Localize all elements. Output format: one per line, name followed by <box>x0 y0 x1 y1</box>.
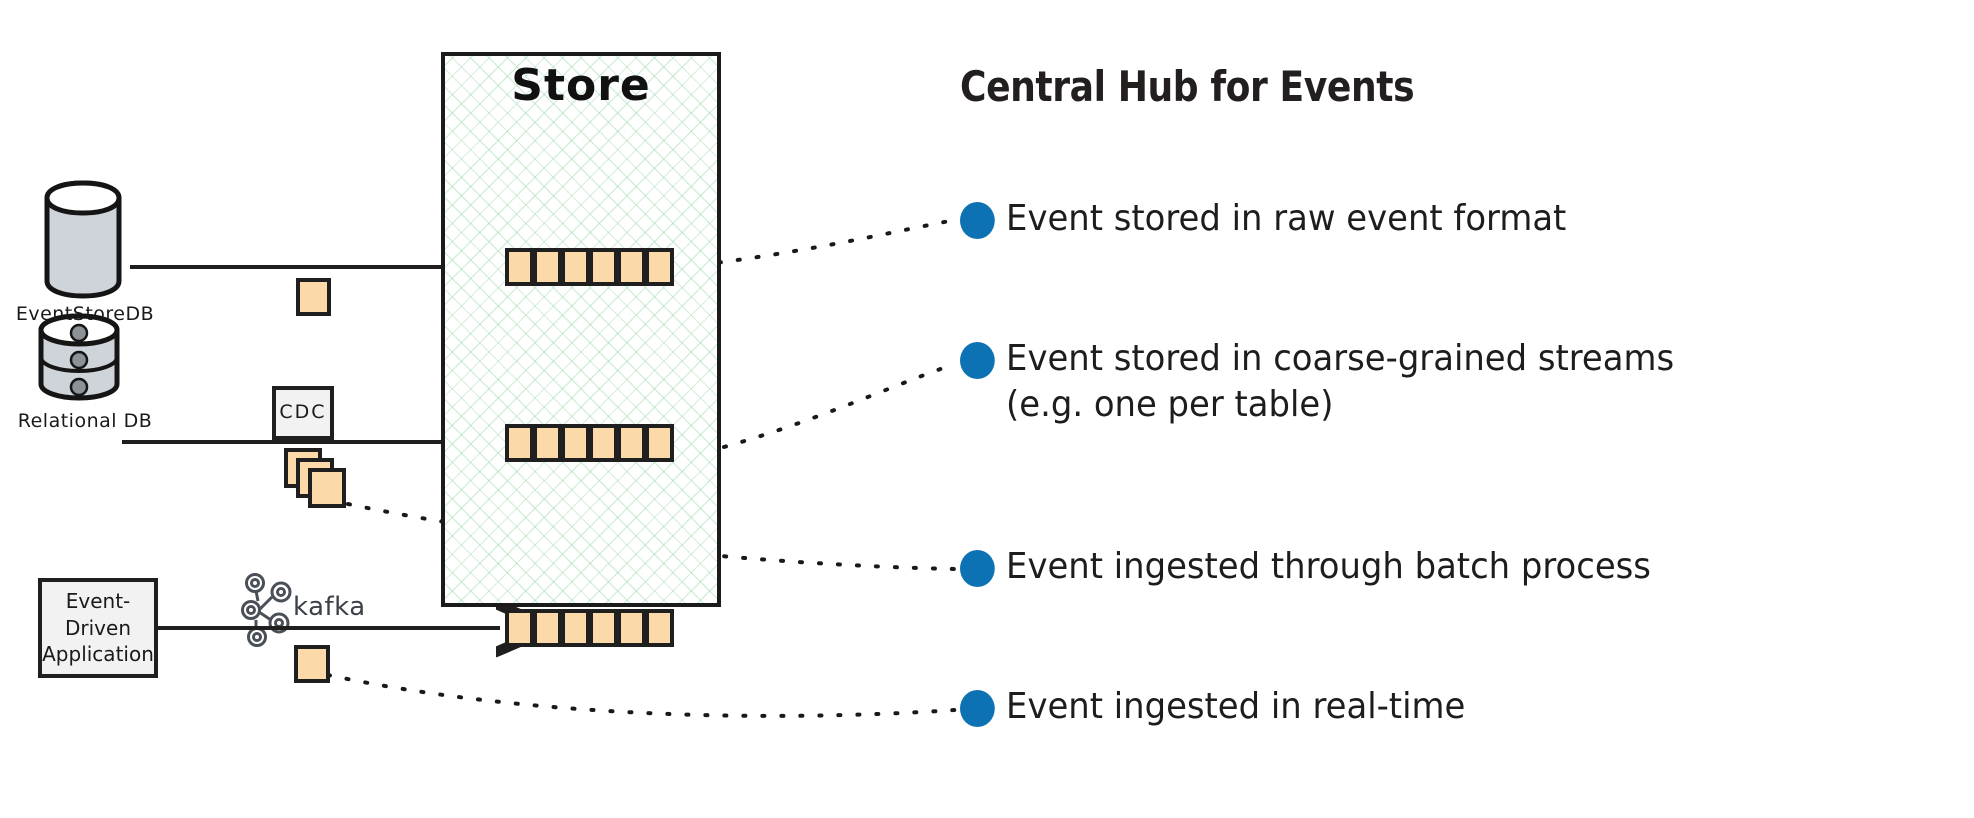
event-cell <box>533 248 562 286</box>
event-cell <box>645 248 674 286</box>
legend-panel: Central Hub for Events <box>960 62 1960 127</box>
stream-raw-event[interactable] <box>505 248 674 286</box>
store-panel <box>441 52 721 607</box>
single-event-chip-eventstoredb <box>296 278 331 316</box>
kafka-label: kafka <box>293 592 366 622</box>
stacked-chip-front <box>308 468 346 508</box>
event-driven-application-node[interactable]: Event- Driven Application <box>38 578 158 678</box>
event-cell <box>589 424 618 462</box>
legend-item-batch-process[interactable]: Event ingested through batch process <box>960 544 1881 590</box>
connector-batch-process <box>346 502 957 571</box>
legend-item-label: Event ingested through batch process <box>1006 546 1651 587</box>
app-label-line-2: Driven <box>65 615 131 640</box>
legend-title: Central Hub for Events <box>960 62 1415 111</box>
bullet-icon <box>960 690 995 727</box>
stream-coarse-grained[interactable] <box>505 424 674 462</box>
connector-raw-event-format <box>698 218 957 267</box>
event-cell <box>617 248 646 286</box>
single-event-chip-app <box>294 645 330 683</box>
event-cell <box>645 609 674 647</box>
kafka-logo-icon <box>241 573 292 647</box>
callout-connectors <box>326 218 957 718</box>
legend-item-real-time[interactable]: Event ingested in real-time <box>960 684 1881 730</box>
store-title: Store <box>511 60 651 111</box>
event-cell <box>645 424 674 462</box>
event-cell <box>561 609 590 647</box>
connector-real-time <box>326 673 957 718</box>
event-cell <box>505 424 534 462</box>
legend-item-label: Event ingested in real-time <box>1006 686 1466 727</box>
event-cell <box>505 609 534 647</box>
legend-item-label: Event stored in raw event format <box>1006 198 1567 239</box>
event-cell <box>589 248 618 286</box>
event-cell <box>533 609 562 647</box>
layered-database-icon <box>38 313 120 401</box>
legend-item-label: Event stored in coarse-grained streams (… <box>1006 338 1675 426</box>
ingest-arrows <box>122 267 500 628</box>
relational-db-label: Relational DB <box>17 410 153 432</box>
event-cell <box>505 248 534 286</box>
event-cell <box>589 609 618 647</box>
bullet-icon <box>960 202 995 239</box>
legend-item-raw-event-format[interactable]: Event stored in raw event format <box>960 196 1881 242</box>
app-label-line-3: Application <box>42 642 154 667</box>
event-cell <box>617 609 646 647</box>
cdc-label-box[interactable]: CDC <box>272 386 334 440</box>
stream-real-time[interactable] <box>505 609 674 647</box>
cdc-label: CDC <box>279 401 327 424</box>
eventstoredb-label: EventStoreDB <box>15 303 155 325</box>
event-cell <box>533 424 562 462</box>
app-label-line-1: Event- <box>65 589 131 614</box>
connector-coarse-grained <box>722 362 957 449</box>
bullet-icon <box>960 342 995 379</box>
database-cylinder-icon <box>44 180 122 299</box>
bullet-icon <box>960 550 995 587</box>
legend-item-coarse-grained-streams[interactable]: Event stored in coarse-grained streams (… <box>960 336 1712 428</box>
event-cell <box>617 424 646 462</box>
event-cell <box>561 248 590 286</box>
event-cell <box>561 424 590 462</box>
